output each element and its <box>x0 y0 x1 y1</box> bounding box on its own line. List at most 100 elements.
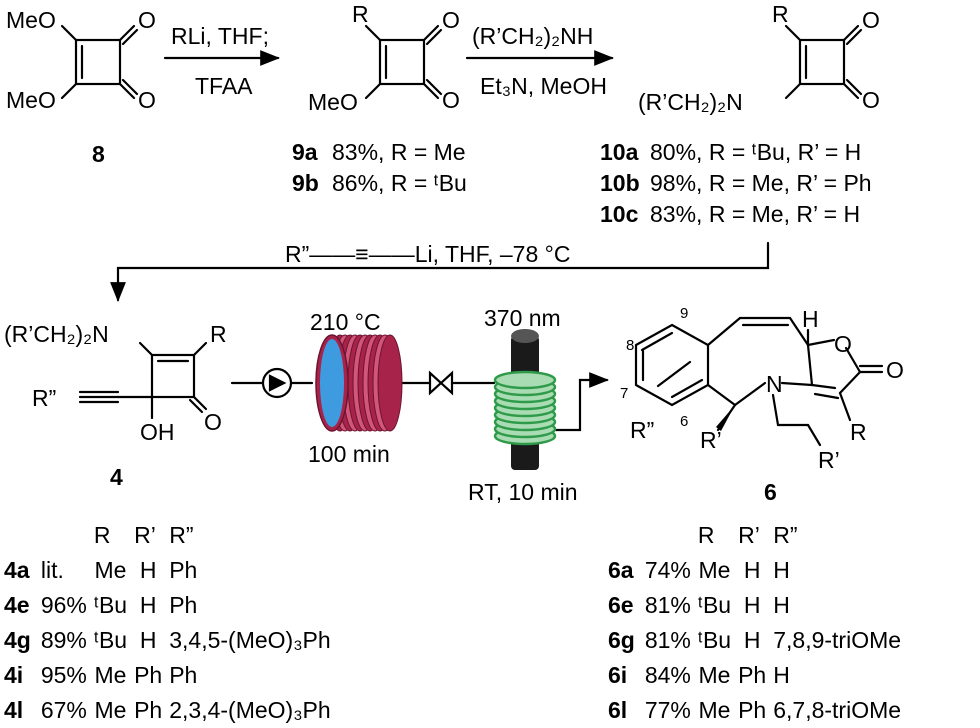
r-cell: Me <box>94 662 127 688</box>
compound-id: 6a <box>608 557 634 583</box>
c6-pos9: 9 <box>680 305 688 322</box>
table4-header-r2: R” <box>169 522 194 548</box>
c6-o-ring: O <box>834 331 852 357</box>
c6-h: H <box>802 306 819 332</box>
yield-cell: 81% <box>644 592 691 618</box>
r-cell: ᵗBu <box>93 627 128 653</box>
thermal-temp: 210 °C <box>310 309 381 335</box>
yield-cell: 74% <box>644 557 691 583</box>
compound-id: 10a <box>600 139 639 165</box>
c8-ome-bottom: MeO <box>6 87 56 113</box>
compound-10-structure <box>784 24 863 100</box>
compound-4-label: 4 <box>110 464 123 490</box>
yield-text: 83%, R = Me, R’ = H <box>650 201 860 227</box>
compound-id: 4e <box>4 592 30 618</box>
compound-id: 4l <box>4 697 24 723</box>
r1-cell: H <box>139 557 157 583</box>
r2-cell: 2,3,4-(MeO)₃Ph <box>169 697 331 723</box>
photo-coil-rings <box>493 370 557 446</box>
compound-6-structure <box>634 316 884 447</box>
r1-cell: H <box>743 557 761 583</box>
c6-r: R <box>850 419 867 445</box>
r1-cell: Ph <box>738 697 767 723</box>
compound-id: 4g <box>4 627 31 653</box>
r-cell: Me <box>698 662 731 688</box>
compound-id: 6l <box>608 697 628 723</box>
r2-cell: Ph <box>169 662 198 688</box>
yield-cell: 89% <box>40 627 87 653</box>
compound-id: 6g <box>608 627 635 653</box>
coil-ring <box>377 334 403 432</box>
yield-text: 98%, R = Me, R’ = Ph <box>650 170 872 196</box>
r2-cell: H <box>773 592 790 618</box>
c8-o-bottom: O <box>138 87 156 113</box>
compound-id: 4a <box>4 557 30 583</box>
r2-cell: Ph <box>169 592 198 618</box>
c4-o: O <box>204 409 222 435</box>
r-cell: Me <box>94 697 127 723</box>
compound-id: 9b <box>292 170 319 196</box>
flow-line-out <box>554 372 609 432</box>
compound-8-structure <box>60 24 139 100</box>
table-row: 6g 81%ᵗBu H 7,8,9-triOMe <box>608 623 908 658</box>
yield-cell: 77% <box>644 697 691 723</box>
photo-conditions: RT, 10 min <box>468 479 578 505</box>
table6-header-r1: R’ <box>738 522 760 548</box>
valve-icon <box>428 370 454 396</box>
c6-r2: R” <box>630 417 654 443</box>
r-cell: ᵗBu <box>697 592 732 618</box>
r2-cell: Ph <box>169 557 198 583</box>
yield-cell: 81% <box>644 627 691 653</box>
compound-id: 6e <box>608 592 634 618</box>
c6-pos8: 8 <box>626 337 634 354</box>
compound-9-structure <box>364 24 443 100</box>
pump-arrow-icon <box>268 374 287 392</box>
r2-cell: 7,8,9-triOMe <box>773 627 902 653</box>
r1-cell: H <box>743 592 761 618</box>
step3-reagents: R”——≡——Li, THF, –78 °C <box>285 241 570 267</box>
coil-core <box>320 339 344 427</box>
yield-cell: 95% <box>40 662 87 688</box>
c9-o-top: O <box>442 7 460 33</box>
c6-r1b: R’ <box>818 447 840 473</box>
c6-o-carbonyl: O <box>886 357 904 383</box>
r-cell: ᵗBu <box>697 627 732 653</box>
step2-conditions: Et₃N, MeOH <box>480 73 607 99</box>
yield-cell: lit. <box>40 557 64 583</box>
c9-o-bottom: O <box>442 87 460 113</box>
photo-reactor <box>493 329 557 470</box>
r2-cell: 6,7,8-triOMe <box>773 697 902 723</box>
compound-id: 9a <box>292 139 318 165</box>
compound-id: 4i <box>4 662 24 688</box>
compound-8-label: 8 <box>92 141 105 167</box>
c10-amine: (R’CH₂)₂N <box>638 89 743 115</box>
step1-quench: TFAA <box>195 73 253 99</box>
r2-cell: H <box>773 557 790 583</box>
compound-6-label: 6 <box>764 479 777 505</box>
yield-text: 86%, R = ᵗBu <box>332 170 467 196</box>
yield-cell: 67% <box>40 697 87 723</box>
table6-header-r2: R” <box>773 522 798 548</box>
c10-o-top: O <box>862 7 880 33</box>
yield-cell: 84% <box>644 662 691 688</box>
r-cell: Me <box>94 557 127 583</box>
yield-text: 83%, R = Me <box>332 139 466 165</box>
c9-ome: MeO <box>308 89 358 115</box>
r1-cell: H <box>139 627 157 653</box>
r-cell: ᵗBu <box>93 592 128 618</box>
c4-amine: (R’CH₂)₂N <box>4 321 109 347</box>
r1-cell: H <box>743 627 761 653</box>
c6-n: N <box>766 371 783 397</box>
r1-cell: Ph <box>738 662 767 688</box>
r2-cell: 3,4,5-(MeO)₃Ph <box>169 627 331 653</box>
table4-header-r: R <box>93 522 111 548</box>
r2-cell: H <box>773 662 790 688</box>
